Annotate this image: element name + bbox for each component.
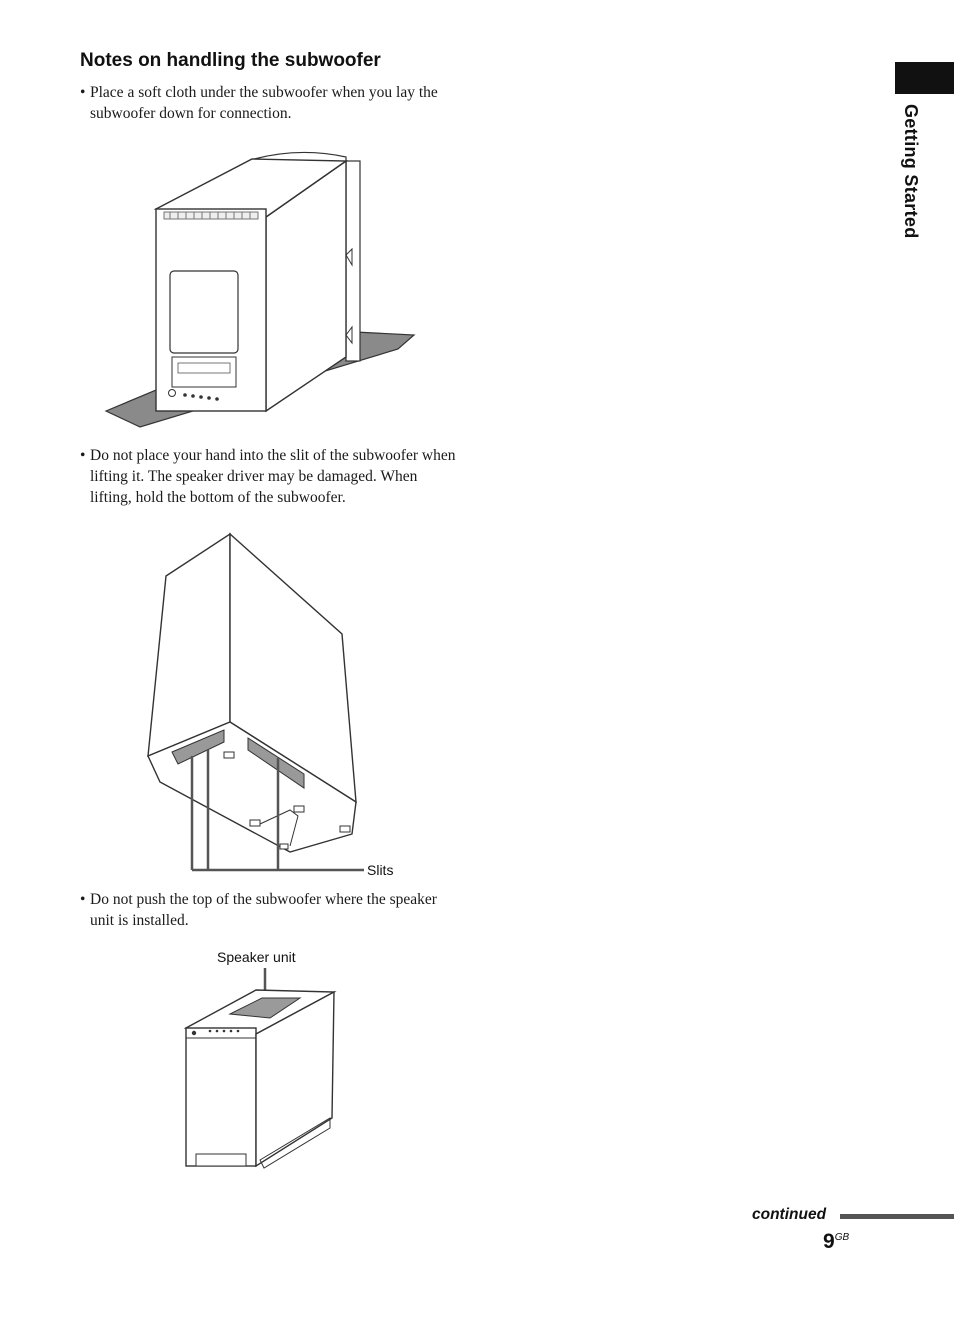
subwoofer-bottom-slits-illustration [147,532,364,872]
bullet-icon: • [80,84,86,101]
bullet-icon: • [80,891,86,908]
section-tab-marker [895,62,954,94]
note-text: Place a soft cloth under the subwoofer w… [90,84,438,122]
continued-bar [840,1214,954,1219]
note-item-top: • Do not push the top of the subwoofer w… [80,889,460,931]
note-item-soft-cloth: • Place a soft cloth under the subwoofer… [80,82,460,124]
subwoofer-on-cloth-illustration [104,151,416,428]
page-number-value: 9 [823,1230,835,1253]
page-region-suffix: GB [834,1232,850,1243]
speaker-unit-area [228,997,302,1019]
speaker-unit-label: Speaker unit [217,949,296,965]
section-side-label: Getting Started [901,104,921,239]
note-text: Do not place your hand into the slit of … [90,447,456,506]
slits-label: Slits [367,862,394,878]
subwoofer-speaker-unit-illustration [183,968,337,1169]
page-number: 9GB [823,1230,849,1254]
bullet-icon: • [80,447,86,464]
note-text: Do not push the top of the subwoofer whe… [90,891,437,929]
continued-label: continued [752,1206,827,1223]
note-item-slit: • Do not place your hand into the slit o… [80,445,460,508]
section-heading: Notes on handling the subwoofer [80,50,381,71]
